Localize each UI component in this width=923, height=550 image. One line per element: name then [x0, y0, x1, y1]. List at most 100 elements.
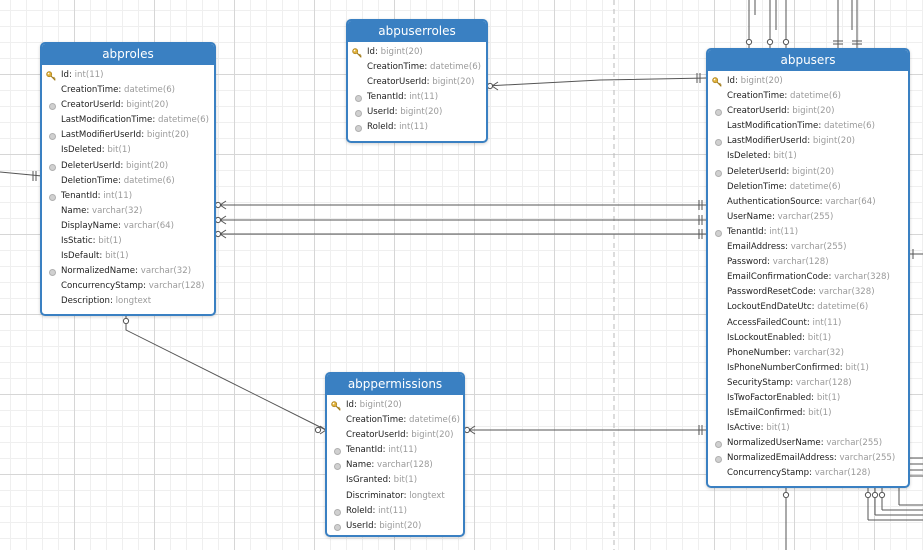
column-row[interactable]: IsLockoutEnabled: bit(1): [708, 331, 908, 346]
column-type: bit(1): [107, 145, 131, 156]
column-row[interactable]: UserId: bigint(20): [348, 105, 486, 120]
column-row[interactable]: ConcurrencyStamp: varchar(128): [708, 466, 908, 481]
column-row[interactable]: CreatorUserId: bigint(20): [42, 98, 214, 113]
column-row[interactable]: IsStatic: bit(1): [42, 234, 214, 249]
edge-abppermissions-abproles: [121, 313, 327, 435]
column-row[interactable]: IsTwoFactorEnabled: bit(1): [708, 391, 908, 406]
table-abppermissions[interactable]: abppermissions Id: bigint(20)CreationTim…: [325, 372, 465, 537]
column-separator: :: [135, 266, 141, 277]
column-type: varchar(128): [814, 468, 871, 479]
column-row[interactable]: UserName: varchar(255): [708, 210, 908, 225]
column-row[interactable]: CreationTime: datetime(6): [327, 413, 463, 428]
table-abpusers[interactable]: abpusers Id: bigint(20)CreationTime: dat…: [706, 48, 910, 488]
column-name: CreationTime: [367, 62, 425, 73]
column-row[interactable]: SecurityStamp: varchar(128): [708, 376, 908, 391]
column-row[interactable]: IsActive: bit(1): [708, 421, 908, 436]
column-name: EmailConfirmationCode: [727, 272, 829, 283]
column-row[interactable]: CreatorUserId: bigint(20): [348, 75, 486, 90]
column-name: ConcurrencyStamp: [727, 468, 810, 479]
column-row[interactable]: Password: varchar(128): [708, 255, 908, 270]
column-row[interactable]: IsDeleted: bit(1): [42, 143, 214, 158]
column-row[interactable]: Name: varchar(32): [42, 204, 214, 219]
column-row[interactable]: PasswordResetCode: varchar(328): [708, 285, 908, 300]
index-marker-icon: [715, 456, 722, 464]
column-row[interactable]: LastModificationTime: datetime(6): [708, 119, 908, 134]
column-row[interactable]: LastModifierUserId: bigint(20): [708, 134, 908, 149]
column-row[interactable]: LastModificationTime: datetime(6): [42, 113, 214, 128]
column-row[interactable]: LastModifierUserId: bigint(20): [42, 128, 214, 143]
column-type: bigint(20): [812, 136, 856, 147]
column-name: IsTwoFactorEnabled: [727, 392, 812, 403]
column-row[interactable]: TenantId: int(11): [348, 90, 486, 105]
table-abpuserroles[interactable]: abpuserroles Id: bigint(20)CreationTime:…: [346, 19, 488, 143]
column-separator: :: [802, 332, 808, 343]
column-row[interactable]: EmailAddress: varchar(255): [708, 240, 908, 255]
column-row[interactable]: CreatorUserId: bigint(20): [708, 104, 908, 119]
column-row[interactable]: TenantId: int(11): [42, 189, 214, 204]
column-row[interactable]: IsDeleted: bit(1): [708, 149, 908, 164]
column-row[interactable]: UserId: bigint(20): [327, 519, 463, 534]
column-separator: :: [118, 220, 124, 231]
column-row[interactable]: LockoutEndDateUtc: datetime(6): [708, 300, 908, 315]
column-type: datetime(6): [789, 181, 841, 192]
column-row[interactable]: Id: bigint(20): [348, 45, 486, 60]
column-row[interactable]: RoleId: int(11): [327, 504, 463, 519]
column-row[interactable]: EmailConfirmationCode: varchar(328): [708, 270, 908, 285]
column-row[interactable]: IsDefault: bit(1): [42, 249, 214, 264]
column-name: Name: [346, 460, 372, 471]
column-row[interactable]: IsPhoneNumberConfirmed: bit(1): [708, 361, 908, 376]
column-name: IsEmailConfirmed: [727, 408, 803, 419]
column-row[interactable]: DeletionTime: datetime(6): [708, 180, 908, 195]
column-row[interactable]: CreatorUserId: bigint(20): [327, 428, 463, 443]
column-row[interactable]: AccessFailedCount: int(11): [708, 316, 908, 331]
column-type: int(11): [378, 505, 408, 516]
column-row[interactable]: CreationTime: datetime(6): [708, 89, 908, 104]
column-row[interactable]: Description: longtext: [42, 294, 214, 309]
column-type: bit(1): [393, 475, 418, 486]
column-separator: :: [806, 317, 813, 328]
column-row[interactable]: NormalizedEmailAddress: varchar(255): [708, 451, 908, 466]
column-row[interactable]: NormalizedName: varchar(32): [42, 264, 214, 279]
table-abproles[interactable]: abproles Id: int(11)CreationTime: dateti…: [40, 42, 216, 316]
table-title[interactable]: abppermissions: [327, 374, 463, 395]
index-marker-icon: [49, 269, 56, 277]
column-type: varchar(328): [818, 287, 875, 298]
column-separator: :: [393, 122, 400, 133]
column-row[interactable]: NormalizedUserName: varchar(255): [708, 436, 908, 451]
column-row[interactable]: Name: varchar(128): [327, 458, 463, 473]
column-row[interactable]: AuthenticationSource: varchar(64): [708, 195, 908, 210]
column-row[interactable]: CreationTime: datetime(6): [42, 83, 214, 98]
column-row[interactable]: TenantId: int(11): [708, 225, 908, 240]
column-row[interactable]: Id: bigint(20): [708, 74, 908, 89]
column-type: longtext: [115, 296, 152, 307]
column-type: varchar(255): [790, 242, 847, 253]
column-row[interactable]: ConcurrencyStamp: varchar(128): [42, 279, 214, 294]
column-name: LastModifierUserId: [61, 130, 142, 141]
column-row[interactable]: DeletionTime: datetime(6): [42, 174, 214, 189]
table-title[interactable]: abproles: [42, 44, 214, 65]
column-row[interactable]: DeleterUserId: bigint(20): [708, 165, 908, 180]
column-row[interactable]: IsGranted: bit(1): [327, 473, 463, 488]
index-marker-icon: [334, 463, 341, 471]
column-type: int(11): [399, 122, 429, 133]
column-name: PhoneNumber: [727, 347, 788, 358]
column-row[interactable]: RoleId: int(11): [348, 120, 486, 135]
column-row[interactable]: Discriminator: longtext: [327, 489, 463, 504]
column-row[interactable]: Id: int(11): [42, 68, 214, 83]
column-row[interactable]: IsEmailConfirmed: bit(1): [708, 406, 908, 421]
column-name: IsPhoneNumberConfirmed: [727, 362, 840, 373]
index-marker-icon: [715, 109, 722, 117]
column-row[interactable]: DisplayName: varchar(64): [42, 219, 214, 234]
column-row[interactable]: TenantId: int(11): [327, 443, 463, 458]
column-name: ConcurrencyStamp: [61, 281, 144, 292]
index-marker-icon: [715, 169, 722, 177]
column-row[interactable]: Id: bigint(20): [327, 398, 463, 413]
column-row[interactable]: DeleterUserId: bigint(20): [42, 159, 214, 174]
table-title[interactable]: abpusers: [708, 50, 908, 71]
table-title[interactable]: abpuserroles: [348, 21, 486, 42]
column-row[interactable]: CreationTime: datetime(6): [348, 60, 486, 75]
column-name: IsLockoutEnabled: [727, 332, 803, 343]
column-row[interactable]: PhoneNumber: varchar(32): [708, 346, 908, 361]
